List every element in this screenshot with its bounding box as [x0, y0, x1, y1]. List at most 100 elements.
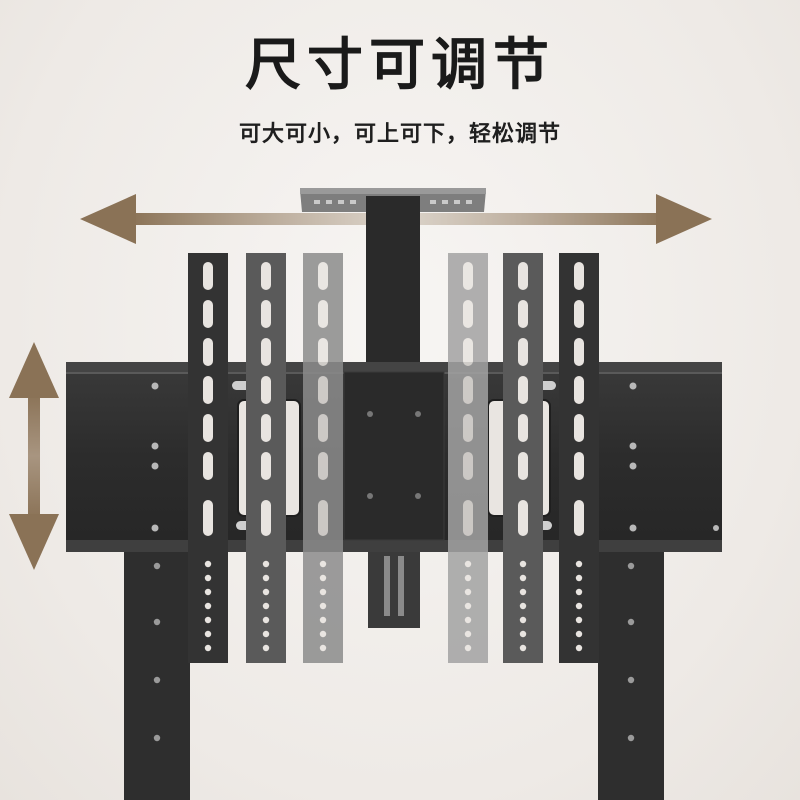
bracket-slot [203, 376, 213, 404]
bracket-slot [318, 300, 328, 328]
bracket-slot [463, 338, 473, 366]
bracket-slot [203, 338, 213, 366]
bracket-slot [463, 500, 473, 536]
bracket-hole [319, 560, 327, 568]
bracket-slot [463, 300, 473, 328]
bracket-hole [575, 616, 583, 624]
bracket-right-outer [559, 253, 599, 663]
bracket-slot [318, 414, 328, 442]
bracket-slot [261, 338, 271, 366]
bracket-slot [463, 262, 473, 290]
bracket-left-inner [303, 253, 343, 663]
bracket-hole [319, 574, 327, 582]
page-subtitle: 可大可小，可上可下，轻松调节 [238, 122, 561, 147]
bracket-hole [519, 630, 527, 638]
bracket-slot [518, 452, 528, 480]
bracket-hole [204, 574, 212, 582]
bracket-slot [518, 414, 528, 442]
bracket-hole [204, 602, 212, 610]
bracket-hole [262, 574, 270, 582]
bracket-hole [204, 616, 212, 624]
bracket-hole [519, 588, 527, 596]
bracket-hole [519, 560, 527, 568]
center-lower-column [368, 548, 420, 628]
bracket-hole [575, 574, 583, 582]
bracket-hole [204, 588, 212, 596]
bracket-hole [319, 616, 327, 624]
bracket-slot [203, 414, 213, 442]
bracket-hole [319, 644, 327, 652]
bracket-slot [261, 262, 271, 290]
bracket-slot [261, 300, 271, 328]
bracket-slot [203, 300, 213, 328]
bracket-slot [574, 452, 584, 480]
bracket-slot [463, 414, 473, 442]
bracket-slot [518, 300, 528, 328]
bracket-slot [318, 338, 328, 366]
bracket-slot [574, 414, 584, 442]
bracket-hole [204, 630, 212, 638]
bracket-left-outer [188, 253, 228, 663]
bracket-slot [518, 500, 528, 536]
bracket-slot [518, 376, 528, 404]
bracket-hole [464, 560, 472, 568]
bracket-hole [464, 588, 472, 596]
bracket-right-middle [503, 253, 543, 663]
bracket-hole [319, 602, 327, 610]
bracket-hole [575, 560, 583, 568]
bracket-right-inner [448, 253, 488, 663]
bracket-slot [203, 262, 213, 290]
bracket-hole [262, 602, 270, 610]
bracket-hole [575, 588, 583, 596]
floor-stand-uprights [124, 520, 664, 800]
bracket-slot [463, 376, 473, 404]
bracket-slot [261, 452, 271, 480]
bracket-hole [464, 602, 472, 610]
bracket-slot [318, 376, 328, 404]
bracket-slot [318, 452, 328, 480]
main-mount-frame [66, 362, 722, 552]
bracket-hole [519, 616, 527, 624]
bracket-hole [262, 644, 270, 652]
bracket-hole [262, 616, 270, 624]
bracket-slot [574, 500, 584, 536]
bracket-hole [464, 616, 472, 624]
bracket-hole [464, 574, 472, 582]
bracket-hole [519, 574, 527, 582]
bracket-slot [574, 262, 584, 290]
bracket-slot [518, 262, 528, 290]
bracket-hole [519, 644, 527, 652]
bracket-slot [574, 300, 584, 328]
bracket-hole [319, 630, 327, 638]
bracket-left-middle [246, 253, 286, 663]
bracket-hole [575, 630, 583, 638]
bracket-slot [518, 338, 528, 366]
bracket-slot [574, 338, 584, 366]
bracket-hole [519, 602, 527, 610]
page-title: 尺寸可调节 [245, 33, 555, 98]
bracket-slot [318, 500, 328, 536]
bracket-slot [318, 262, 328, 290]
bracket-slot [574, 376, 584, 404]
camera-shelf [300, 188, 486, 366]
bracket-hole [262, 560, 270, 568]
vertical-arrow-icon [9, 342, 59, 570]
bracket-slot [463, 452, 473, 480]
bracket-hole [319, 588, 327, 596]
bracket-hole [262, 630, 270, 638]
vertical-bracket-group [188, 253, 599, 663]
bracket-slot [261, 500, 271, 536]
bracket-hole [204, 560, 212, 568]
bracket-hole [464, 644, 472, 652]
bracket-hole [204, 644, 212, 652]
bracket-slot [203, 452, 213, 480]
bracket-hole [575, 644, 583, 652]
bracket-slot [261, 376, 271, 404]
bracket-slot [203, 500, 213, 536]
bracket-hole [575, 602, 583, 610]
bracket-hole [262, 588, 270, 596]
bracket-slot [261, 414, 271, 442]
bracket-hole [464, 630, 472, 638]
